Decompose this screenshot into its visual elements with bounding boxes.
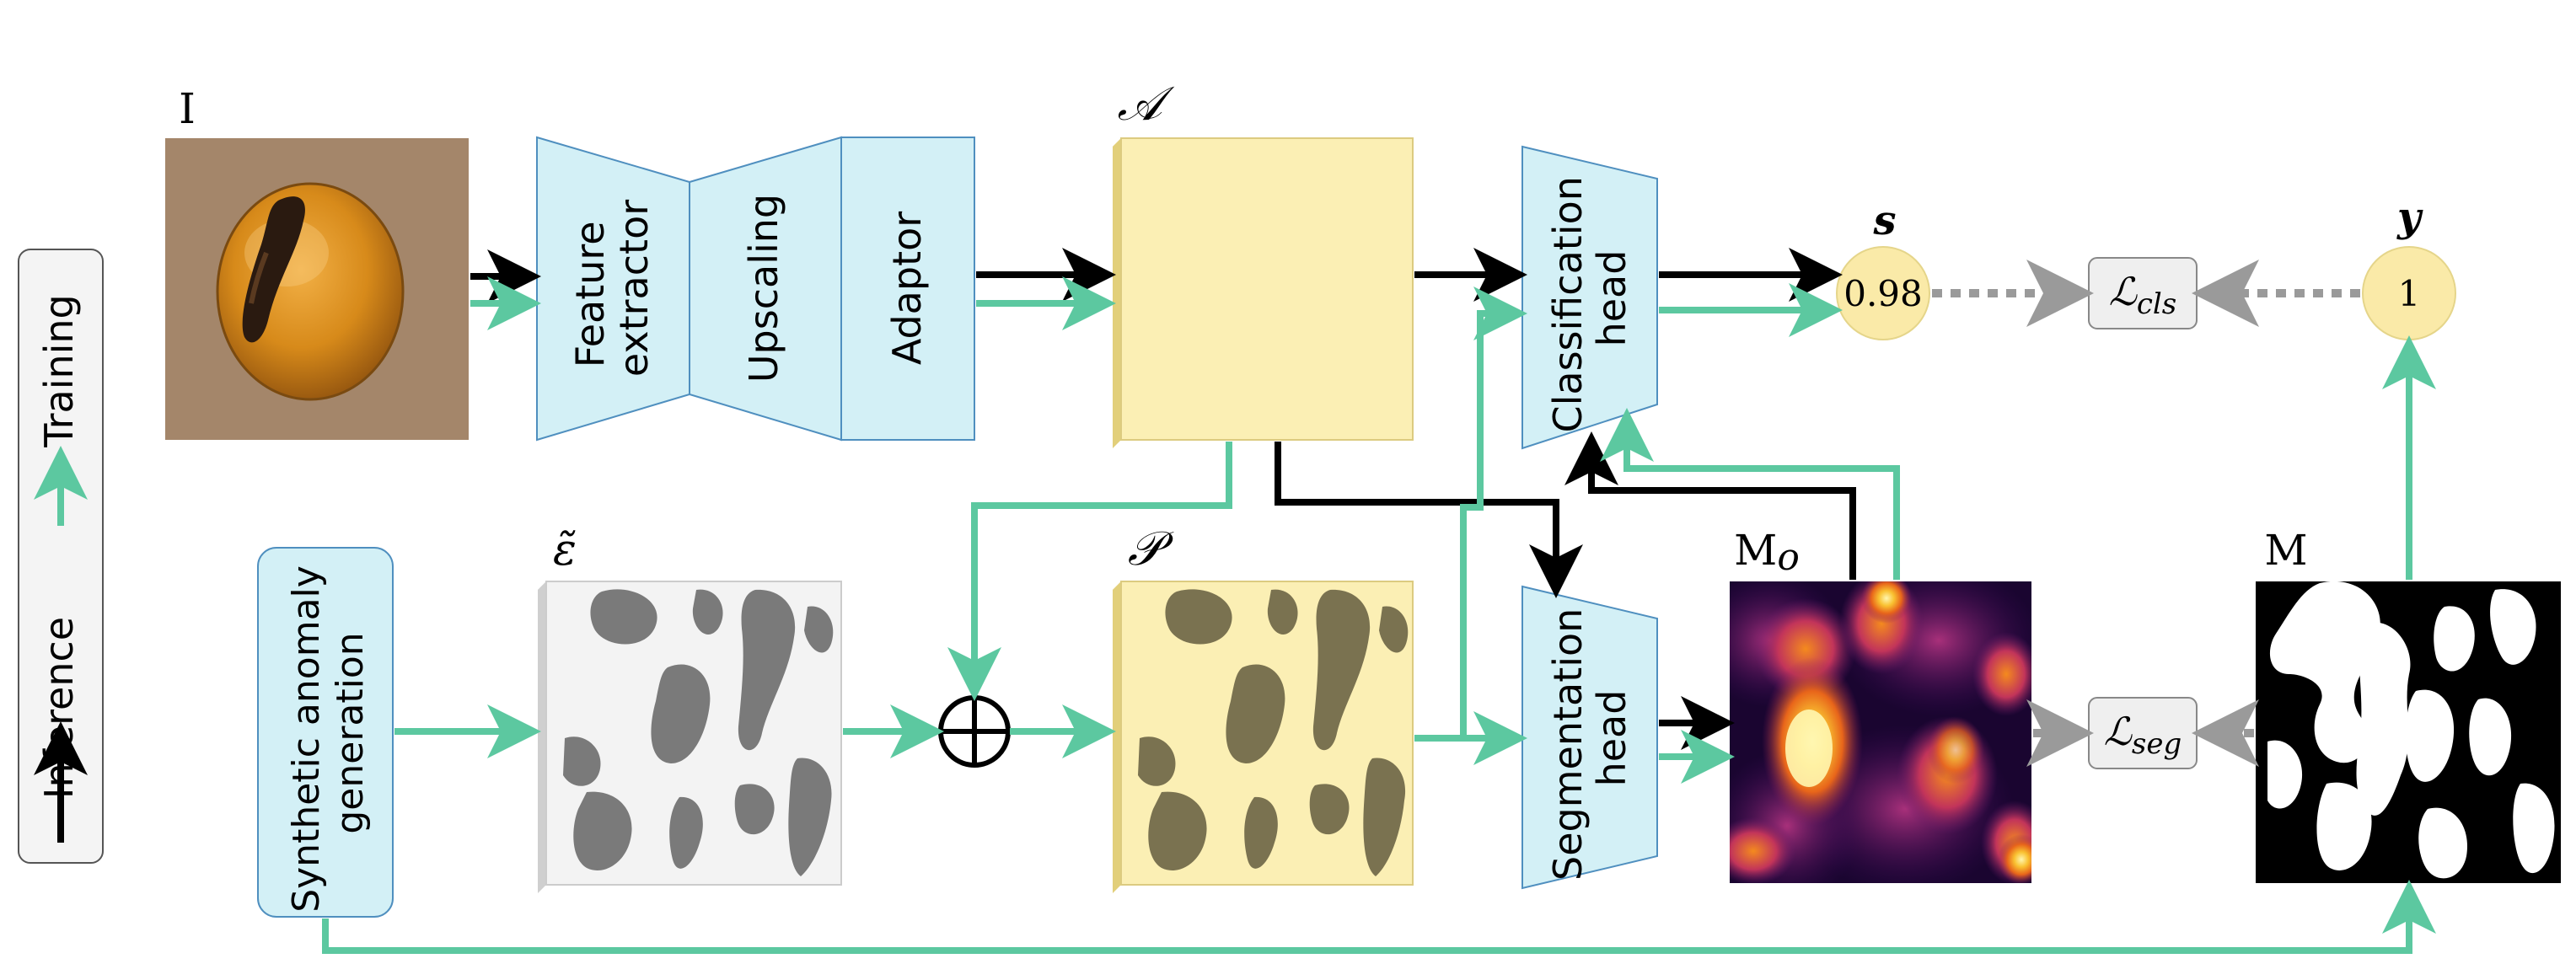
perturbed-feature-label: 𝒫 — [1128, 522, 1174, 576]
target-value: 1 — [2398, 273, 2421, 314]
adapted-feature-label: 𝒜 — [1118, 77, 1175, 131]
target-label: y — [2396, 194, 2423, 241]
adaptor-label: Adaptor — [884, 212, 930, 365]
gt-mask-label: M — [2264, 526, 2307, 575]
backbone: Feature extractor Upscaling Adaptor — [536, 136, 975, 442]
score-label: s — [1872, 197, 1896, 244]
input-image-label: I — [179, 84, 196, 133]
svg-text:ℒseg: ℒseg — [2104, 709, 2182, 761]
sum-node — [938, 695, 1011, 768]
segmentation-loss: ℒseg — [2088, 697, 2198, 769]
legend-inference-label: Inference — [36, 617, 82, 799]
classification-head-label: Classification head — [1545, 164, 1634, 433]
segmentation-head-label: Segmentation head — [1545, 596, 1634, 881]
predicted-mask-label: Mo — [1734, 526, 1800, 579]
segmentation-head: Segmentation head — [1521, 585, 1658, 890]
predicted-mask — [1730, 581, 2031, 883]
adaptor-block — [840, 137, 975, 441]
target-node: 1 — [2362, 246, 2456, 340]
inference-arrows — [470, 248, 1856, 750]
adapted-feature-map — [1113, 137, 1414, 448]
loss-arrows — [1932, 260, 2360, 767]
classification-head: Classification head — [1521, 145, 1658, 450]
score-node: 0.98 — [1836, 246, 1930, 340]
noise-label: ε̃ — [553, 525, 577, 576]
svg-text:ℒcls: ℒcls — [2109, 269, 2177, 321]
legend-box — [18, 249, 104, 864]
synthetic-anomaly-generation: Synthetic anomaly generation — [257, 547, 394, 918]
perturbed-feature-map — [1113, 581, 1414, 893]
legend-training-label: Training — [36, 294, 82, 448]
input-image — [165, 138, 469, 440]
feature-extractor-label: Feature extractor — [567, 200, 657, 377]
training-arrows — [322, 276, 2436, 954]
svg-text:Synthetic anomaly genera: Synthetic anomaly generation — [285, 554, 372, 913]
score-value: 0.98 — [1843, 273, 1923, 314]
noise-map — [538, 581, 842, 893]
upscaling-label: Upscaling — [741, 194, 786, 383]
classification-loss: ℒcls — [2088, 257, 2198, 329]
ground-truth-mask — [2256, 581, 2561, 883]
legend: Inference Training — [18, 249, 104, 864]
